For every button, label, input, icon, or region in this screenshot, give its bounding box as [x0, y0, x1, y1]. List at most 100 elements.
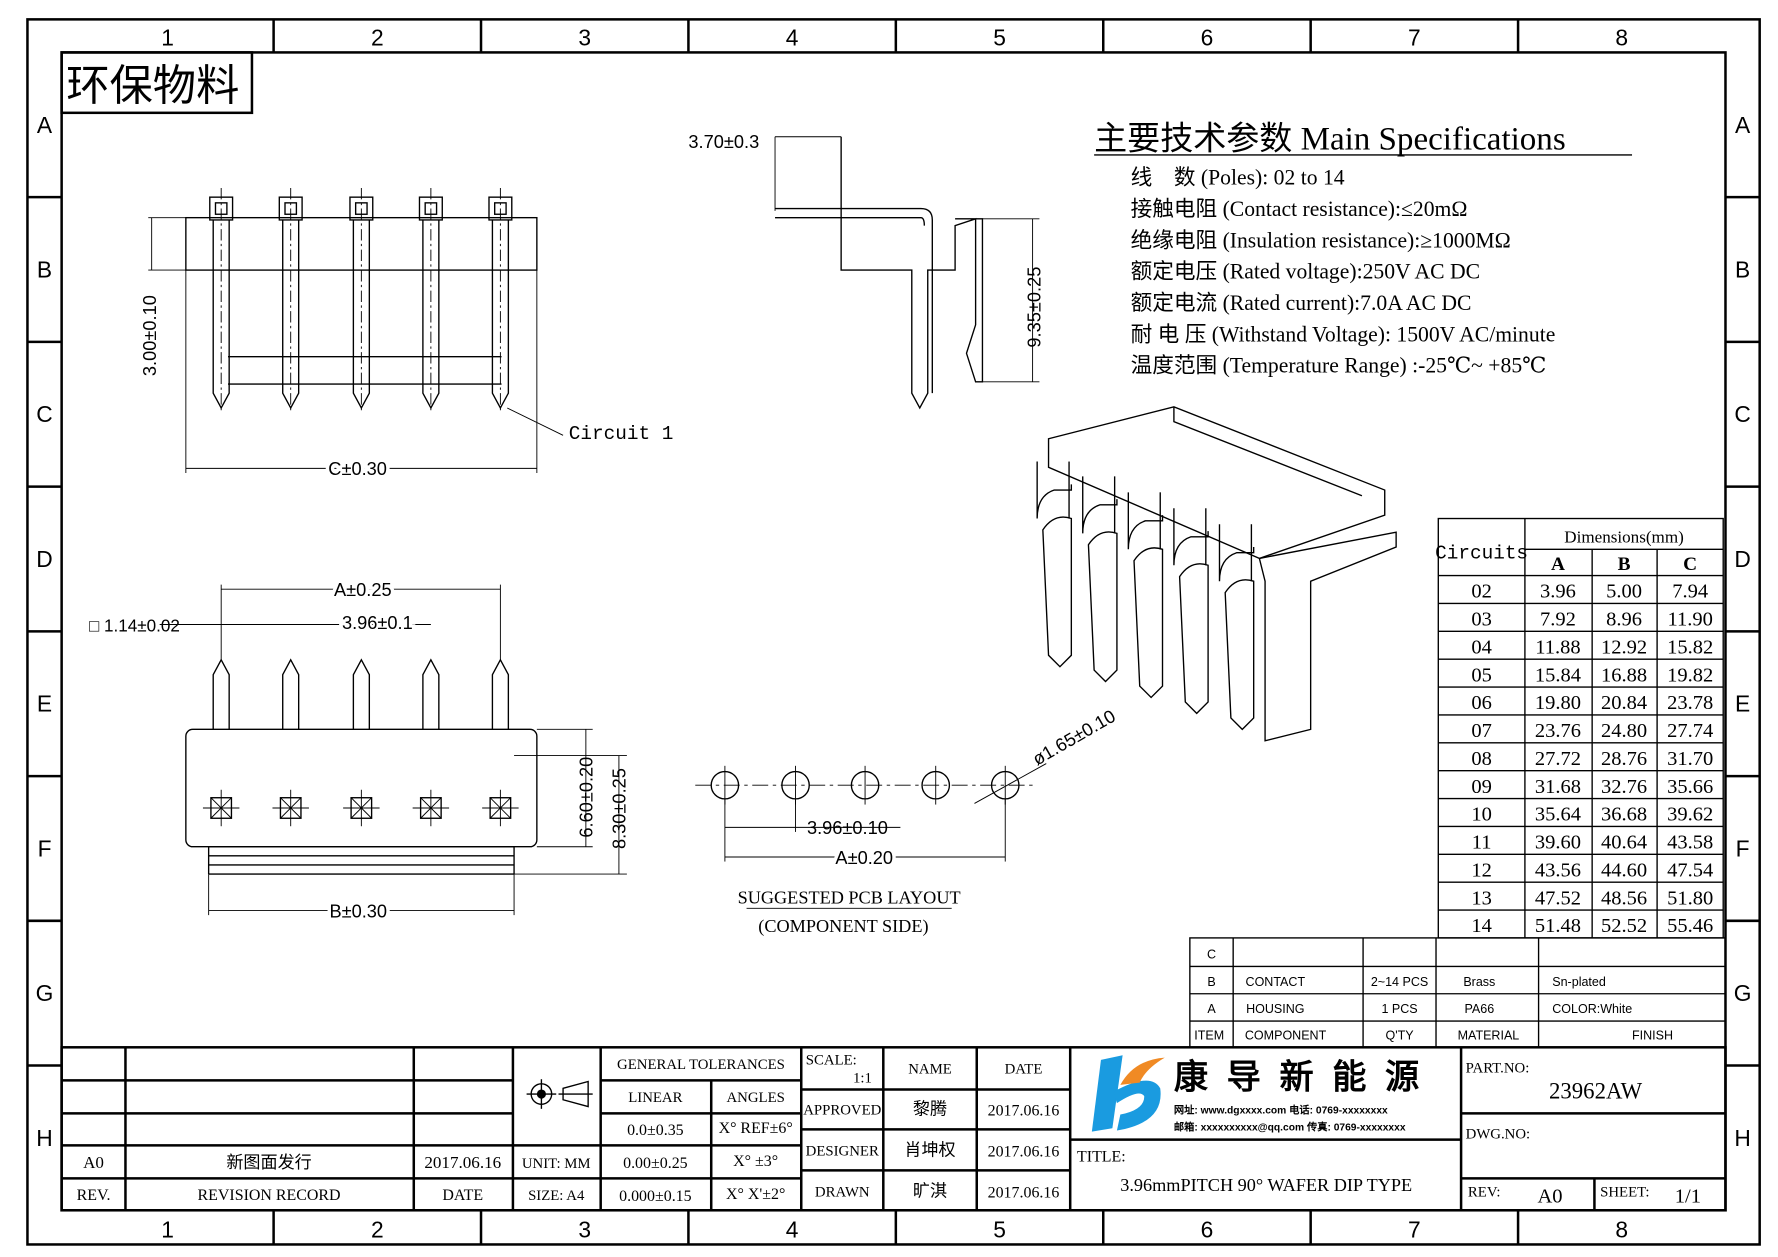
specs-title: 主要技术参数 Main Specifications: [1094, 120, 1566, 157]
bom-header: MATERIAL: [1458, 1028, 1520, 1042]
tol-linear-1: 0.0±0.35: [627, 1122, 684, 1139]
contact-pin: [272, 658, 309, 827]
circuits-cell: 12: [1471, 859, 1492, 881]
dim-pcb-diameter: ø1.65±0.10: [1029, 705, 1119, 769]
dwg-no-label: DWG.NO:: [1466, 1126, 1531, 1142]
sheet-value: 1/1: [1675, 1185, 1701, 1207]
dimension-cell: 19.82: [1667, 664, 1713, 686]
dimension-cell: 8.96: [1606, 609, 1642, 631]
dim-bottom-h2: 8.30±0.25: [609, 768, 630, 849]
dimension-cell: 24.80: [1601, 720, 1647, 742]
spec-line: 线 数 (Poles): 02 to 14: [1131, 166, 1345, 190]
linear-header: LINEAR: [628, 1090, 682, 1106]
signoff-name: 肖坤权: [904, 1141, 955, 1160]
spec-line: 接触电阻 (Contact resistance):≤20mΩ: [1131, 197, 1468, 221]
pcb-hole: [921, 765, 951, 805]
dimension-cell: 47.54: [1667, 859, 1713, 881]
signoff-date: 2017.06.16: [988, 1103, 1060, 1120]
dimension-cell: 32.76: [1601, 776, 1647, 798]
circuits-cell: 07: [1471, 720, 1492, 742]
col-c-header: C: [1683, 554, 1697, 575]
dim-bottom-b: B±0.30: [329, 900, 387, 921]
contact-pin: [349, 188, 374, 413]
rev-value: A0: [1537, 1185, 1562, 1207]
dimension-cell: 27.72: [1535, 748, 1581, 770]
revision-record: 新图面发行: [226, 1153, 311, 1172]
dimension-cell: 23.76: [1535, 720, 1581, 742]
company-contact-1: 网址: www.dgxxxx.com 电话: 0769-xxxxxxxx: [1174, 1103, 1388, 1116]
col-b-header: B: [1618, 554, 1631, 575]
rev-label: REV:: [1468, 1185, 1501, 1201]
dimension-cell: 16.88: [1601, 664, 1647, 686]
dimension-cell: 39.62: [1667, 804, 1713, 826]
rev-header: REV.: [77, 1187, 111, 1204]
dimension-cell: 51.80: [1667, 887, 1713, 909]
zone-row-right: F: [1736, 835, 1750, 861]
revision-date-header: DATE: [442, 1187, 483, 1204]
tol-angle-3: X° X'±2°: [726, 1186, 785, 1203]
eco-label: 环保物料: [66, 62, 239, 110]
signoff-role: DRAWN: [815, 1185, 870, 1201]
drawing-title: 3.96mmPITCH 90° WAFER DIP TYPE: [1120, 1175, 1412, 1195]
dimension-cell: 5.00: [1606, 581, 1642, 603]
zone-row-left: B: [37, 256, 52, 282]
dimension-cell: 28.76: [1601, 748, 1647, 770]
dimension-cell: 20.84: [1601, 692, 1647, 714]
scale-value: 1:1: [853, 1071, 872, 1087]
dimension-cell: 11.90: [1667, 609, 1712, 631]
iso-pin: [1127, 492, 1164, 699]
circuits-cell: 08: [1471, 748, 1492, 770]
dim-bottom-h1: 6.60±0.20: [576, 757, 597, 838]
zone-row-right: D: [1734, 546, 1750, 572]
circuits-header: Circuits: [1435, 542, 1528, 564]
part-no-label: PART.NO:: [1466, 1060, 1530, 1076]
top-view: 3.00±0.10 C±0.30 Circuit 1: [139, 188, 673, 483]
revision-code: A0: [83, 1153, 104, 1172]
title-block: A0 新图面发行 2017.06.16 REV. REVISION RECORD…: [60, 1046, 1727, 1212]
circuits-cell: 03: [1471, 609, 1492, 631]
zone-row-right: B: [1735, 256, 1750, 282]
size-label: SIZE: A4: [528, 1188, 585, 1204]
dimension-cell: 31.68: [1535, 776, 1581, 798]
circuits-cell: 06: [1471, 692, 1492, 714]
zone-row-right: E: [1735, 691, 1750, 717]
tol-angle-2: X° ±3°: [733, 1153, 778, 1170]
dimension-cell: 47.52: [1535, 887, 1581, 909]
pcb-hole: [850, 765, 880, 805]
bom-header: COMPONENT: [1245, 1028, 1327, 1042]
dim-pcb-pitch: 3.96±0.10: [807, 817, 888, 838]
dimension-cell: 48.56: [1601, 887, 1647, 909]
zone-col-bottom: 4: [786, 1217, 799, 1243]
dimension-cell: 36.68: [1601, 804, 1647, 826]
bom-cell: B: [1207, 975, 1215, 989]
zone-col-top: 6: [1201, 25, 1214, 51]
dim-bottom-pitch: 3.96±0.1: [342, 612, 413, 633]
bom-header: FINISH: [1632, 1028, 1673, 1042]
signoff-name: 黎腾: [913, 1100, 947, 1119]
pcb-layout: ø1.65±0.10 3.96±0.10 A±0.20 SUGGESTED PC…: [695, 705, 1119, 937]
bottom-view: A±0.25 □ 1.14±0.02 3.96±0.1 6.60±0.20 8.…: [89, 576, 630, 925]
bom-cell: 1 PCS: [1381, 1002, 1417, 1016]
angles-header: ANGLES: [726, 1090, 784, 1106]
zone-col-top: 1: [161, 25, 174, 51]
dimension-cell: 51.48: [1535, 915, 1581, 937]
iso-pin: [1036, 461, 1073, 668]
part-number: 23962AW: [1549, 1079, 1643, 1104]
zone-row-left: E: [37, 691, 52, 717]
bom-cell: PA66: [1464, 1002, 1494, 1016]
sheet-label: SHEET:: [1600, 1185, 1649, 1201]
general-tolerances: GENERAL TOLERANCES: [617, 1057, 785, 1073]
dimension-cell: 52.52: [1601, 915, 1647, 937]
revision-date: 2017.06.16: [424, 1153, 501, 1172]
spec-line: 额定电压 (Rated voltage):250V AC DC: [1131, 260, 1480, 284]
